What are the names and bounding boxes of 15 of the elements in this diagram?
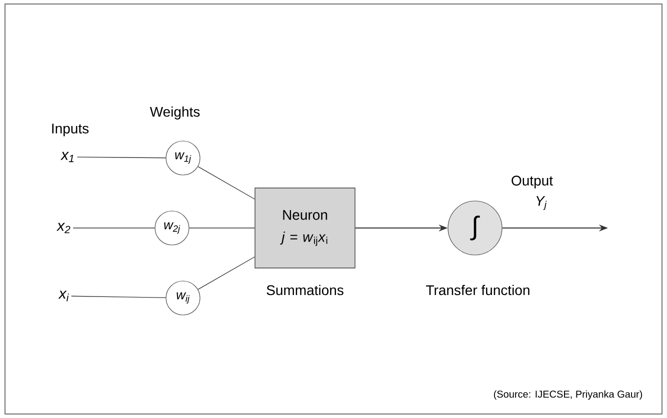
node-label: Transfer function	[426, 284, 530, 296]
axis-label: Y$_{j}$	[536, 196, 547, 210]
connector-line	[198, 166, 255, 200]
axis-label: Weights	[150, 106, 200, 120]
connector-line	[76, 156, 166, 158]
node-label: Summations	[266, 284, 344, 296]
connector-line	[198, 256, 255, 290]
input-label: x$_{1}$	[60, 152, 74, 162]
source-note: (Source: IJECSE, Priyanka Gaur)	[494, 390, 642, 400]
axis-label: Inputs	[52, 124, 89, 136]
neuron-box: Neuron j = w$_{ij}$x$_{i}$	[254, 188, 356, 268]
input-label: x$_{2}$	[56, 222, 70, 234]
axis-label: Output	[512, 176, 553, 188]
connector-line	[71, 296, 166, 298]
input-label: x$_{i}$	[58, 290, 69, 302]
